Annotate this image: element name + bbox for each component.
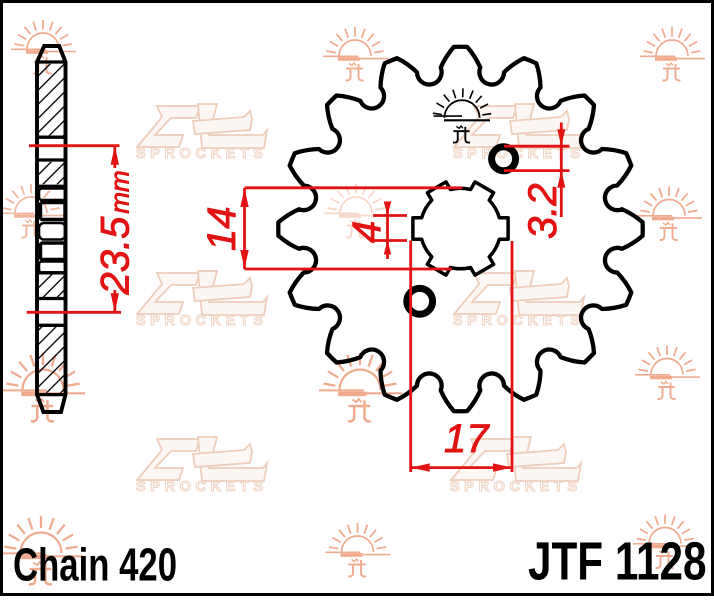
svg-text:SPROCKETS: SPROCKETS <box>136 479 268 495</box>
svg-text:3.2: 3.2 <box>521 183 565 239</box>
svg-text:SPROCKETS: SPROCKETS <box>136 146 268 162</box>
svg-text:SPROCKETS: SPROCKETS <box>136 313 268 329</box>
svg-text:17: 17 <box>444 417 490 461</box>
svg-text:SPROCKETS: SPROCKETS <box>450 479 582 495</box>
svg-text:14: 14 <box>200 207 244 252</box>
svg-text:23.5mm: 23.5mm <box>94 170 138 295</box>
svg-text:4: 4 <box>345 221 389 243</box>
svg-text:JTF 1128: JTF 1128 <box>528 532 707 592</box>
svg-text:Chain 420: Chain 420 <box>13 539 177 591</box>
svg-text:SPROCKETS: SPROCKETS <box>453 313 585 329</box>
